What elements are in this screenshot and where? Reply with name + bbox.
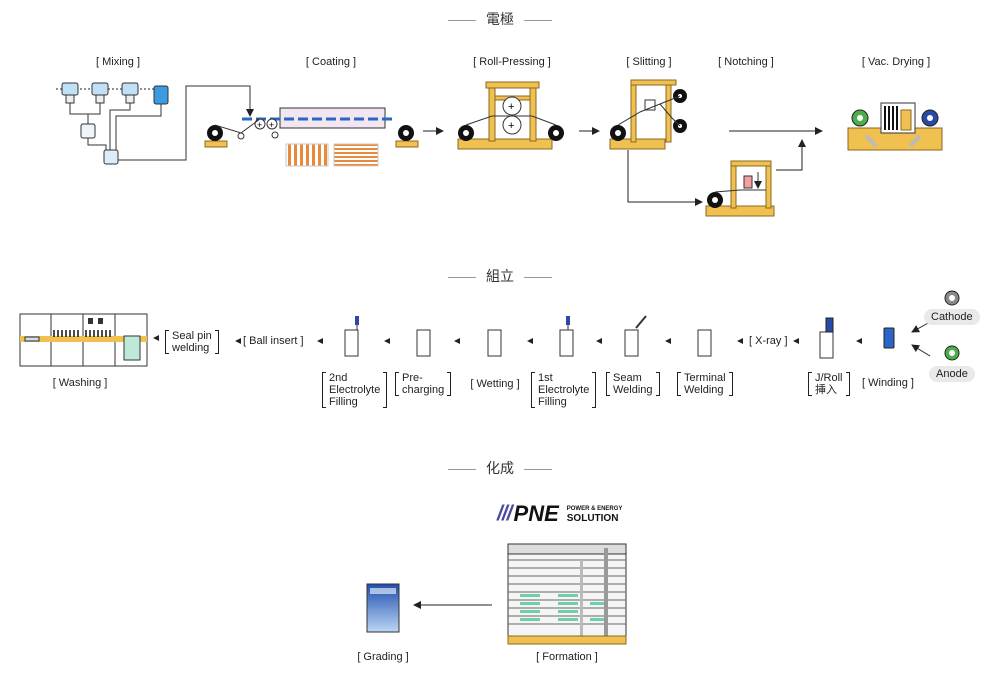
label-line: Filling — [329, 396, 358, 408]
label-line: charging — [402, 384, 445, 396]
cell-seam-welding — [624, 329, 639, 357]
label-line: 挿入 — [815, 384, 837, 396]
label-line: Welding — [684, 384, 724, 396]
section-title-assembly: 組立 — [0, 266, 1000, 286]
section-title-electrode: 電極 — [0, 9, 1000, 29]
label-line: Pre- — [402, 372, 423, 384]
logo-mark: /// — [497, 502, 512, 525]
grading-equipment — [366, 583, 400, 633]
svg-text:+: + — [508, 101, 514, 113]
cell-1st-filling — [559, 329, 574, 357]
label-line: welding — [172, 342, 210, 354]
label-vac-drying: [ Vac. Drying ] — [861, 56, 931, 68]
logo-tagline: POWER & ENERGY SOLUTION — [567, 504, 623, 524]
section-title-text: 組立 — [486, 268, 514, 284]
label-line: Filling — [538, 396, 567, 408]
coating-equipment: + + — [204, 107, 444, 167]
label-roll-pressing: [ Roll-Pressing ] — [473, 56, 551, 68]
logo-tagline-bottom: SOLUTION — [566, 513, 619, 524]
label-slitting: [ Slitting ] — [626, 56, 672, 68]
label-cathode: Cathode — [924, 309, 980, 325]
label-formation: [ Formation ] — [536, 651, 598, 663]
vac-drying-equipment — [847, 102, 943, 151]
cell-jroll-insert — [819, 331, 834, 359]
notching-equipment — [705, 139, 806, 217]
label-line: Seal pin — [172, 330, 212, 342]
label-coating: [ Coating ] — [305, 56, 357, 68]
label-line: Welding — [613, 384, 653, 396]
svg-text:+: + — [257, 120, 262, 130]
label-pre-charging: Pre-charging — [395, 372, 452, 396]
label-x-ray: [ X-ray ] — [749, 335, 788, 347]
cell-icons — [344, 329, 834, 359]
pne-solution-logo: /// PNE POWER & ENERGY SOLUTION — [497, 501, 622, 527]
formation-equipment — [507, 543, 627, 645]
label-line: Electrolyte — [538, 384, 590, 396]
washing-equipment — [19, 313, 148, 367]
label-anode: Anode — [929, 366, 975, 382]
label-notching: [ Notching ] — [718, 56, 774, 68]
label-ball-insert: [ Ball insert ] — [243, 335, 304, 347]
label-winding: [ Winding ] — [862, 377, 914, 389]
slitting-equipment — [609, 79, 823, 206]
winding-inputs — [911, 290, 960, 361]
label-line: Electrolyte — [329, 384, 381, 396]
label-washing: [ Washing ] — [52, 377, 108, 389]
section-title-text: 化成 — [486, 460, 514, 476]
mixing-equipment — [56, 82, 254, 165]
label-wetting: [ Wetting ] — [470, 378, 520, 390]
svg-text:+: + — [508, 120, 514, 132]
logo-name: PNE — [513, 501, 559, 526]
roll-pressing-equipment: + + — [457, 81, 600, 150]
logo-tagline-top: POWER & ENERGY — [566, 506, 623, 512]
needle-icons — [355, 315, 895, 349]
section-title-formation: 化成 — [0, 458, 1000, 478]
label-grading: [ Grading ] — [357, 651, 409, 663]
label-line: Seam — [613, 372, 642, 384]
section-title-text: 電極 — [486, 11, 514, 27]
svg-text:+: + — [269, 120, 274, 130]
label-line: 2nd — [329, 372, 348, 384]
cell-wetting — [487, 329, 502, 357]
cell-pre-charging — [416, 329, 431, 357]
cell-terminal-welding — [697, 329, 712, 357]
cell-2nd-filling — [344, 329, 359, 357]
assembly-arrows — [153, 335, 862, 344]
label-mixing: [ Mixing ] — [95, 56, 141, 68]
label-line: Terminal — [684, 372, 726, 384]
label-line: 1st — [538, 372, 553, 384]
label-line: J/Roll — [815, 372, 843, 384]
